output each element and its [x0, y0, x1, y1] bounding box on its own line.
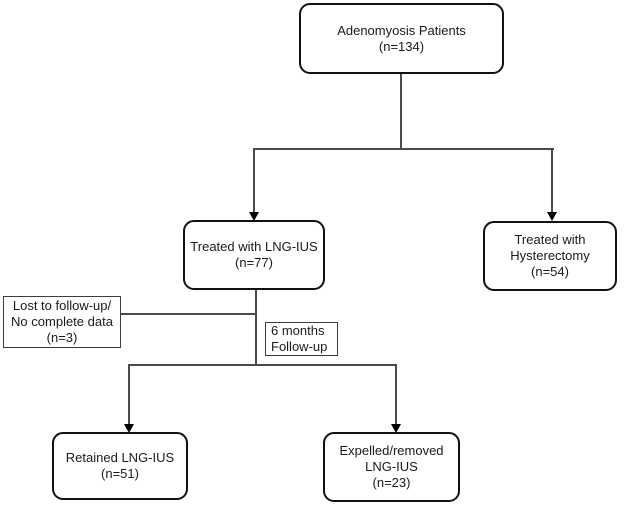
node-retained-lng-ius: Retained LNG-IUS (n=51)	[52, 432, 188, 500]
node-text-line: Hysterectomy	[510, 248, 590, 263]
arrowhead-to-lng-ius-icon	[248, 212, 259, 221]
node-count: (n=23)	[372, 475, 411, 490]
node-text-line: Retained LNG-IUS	[65, 450, 175, 465]
node-count: (n=3)	[46, 330, 78, 345]
arrowhead-to-hysterectomy-icon	[546, 212, 557, 221]
label-text-line: Follow-up	[271, 339, 328, 354]
node-text-line: No complete data	[11, 314, 113, 329]
node-text-line: Treated with LNG-IUS	[190, 239, 318, 254]
node-count: (n=134)	[378, 38, 425, 54]
node-count: (n=77)	[235, 255, 273, 270]
connector-to-expelled	[395, 364, 397, 425]
label-6-months-followup: 6 months Follow-up	[265, 322, 338, 356]
connector-adenomyosis-stem	[400, 73, 402, 150]
node-text-line: Treated with	[514, 232, 586, 247]
label-text-line: 6 months	[271, 323, 325, 338]
node-text-line: LNG-IUS	[365, 459, 418, 474]
connector-to-lost-followup	[120, 313, 256, 315]
node-treated-with-hysterectomy: Treated with Hysterectomy (n=54)	[483, 221, 617, 291]
connector-bottom-branch	[128, 364, 397, 366]
connector-to-lng-ius	[253, 148, 255, 214]
node-count: (n=51)	[101, 466, 139, 481]
node-treated-with-lng-ius: Treated with LNG-IUS (n=77)	[183, 220, 325, 290]
node-text-line: Lost to follow-up/	[12, 298, 112, 313]
node-text-line: Adenomyosis Patients	[337, 22, 466, 38]
node-adenomyosis-patients: Adenomyosis Patients (n=134)	[299, 3, 504, 74]
arrowhead-to-retained-icon	[123, 424, 134, 433]
arrowhead-to-expelled-icon	[390, 424, 401, 433]
connector-top-branch	[253, 148, 554, 150]
connector-to-retained	[128, 364, 130, 425]
node-count: (n=54)	[531, 264, 569, 279]
connector-lng-ius-stem	[255, 290, 257, 366]
connector-to-hysterectomy	[551, 148, 553, 214]
node-lost-to-followup: Lost to follow-up/ No complete data (n=3…	[3, 296, 121, 348]
node-text-line: Expelled/removed	[339, 443, 444, 458]
node-expelled-removed-lng-ius: Expelled/removed LNG-IUS (n=23)	[323, 432, 460, 502]
